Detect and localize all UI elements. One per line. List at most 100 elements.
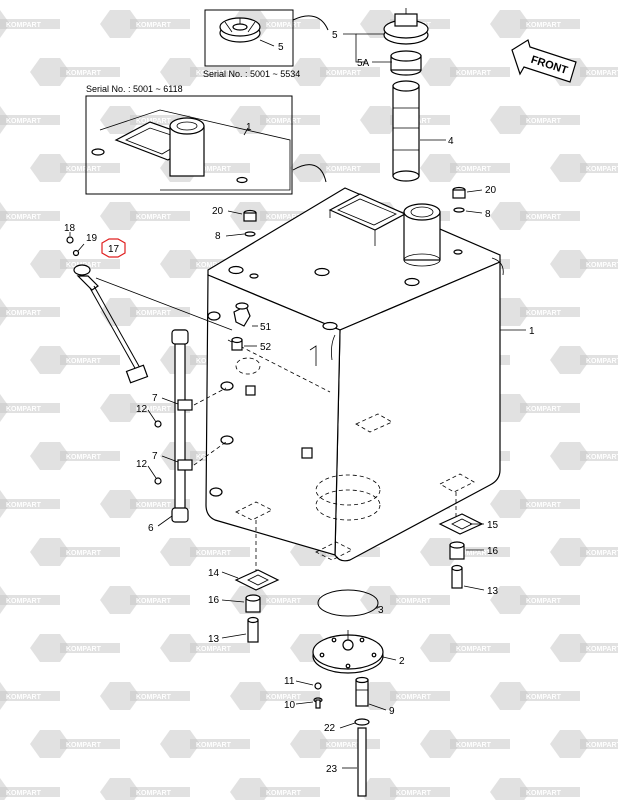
watermark-tile: KOMPART (30, 730, 120, 758)
callout-17-highlight[interactable]: 17 (108, 244, 120, 255)
svg-text:KOMPART: KOMPART (266, 214, 302, 221)
watermark-tile: KOMPART (160, 634, 250, 662)
watermark-tile: KOMPART (360, 778, 450, 800)
sight-gauge-part-6 (171, 329, 189, 523)
watermark-tile: KOMPART (550, 538, 618, 566)
callout-6: 6 (148, 523, 154, 534)
svg-text:KOMPART: KOMPART (6, 598, 42, 605)
callout-51: 51 (260, 322, 272, 333)
callout-2: 2 (399, 656, 405, 667)
svg-text:KOMPART: KOMPART (66, 70, 102, 77)
svg-text:KOMPART: KOMPART (396, 598, 432, 605)
svg-text:KOMPART: KOMPART (196, 646, 232, 653)
svg-text:KOMPART: KOMPART (66, 454, 102, 461)
watermark-tile: KOMPART (100, 394, 190, 422)
svg-text:KOMPART: KOMPART (136, 118, 172, 125)
rubber-mount-part-16-left (245, 594, 261, 613)
svg-text:KOMPART: KOMPART (526, 214, 562, 221)
svg-text:KOMPART: KOMPART (586, 454, 618, 461)
svg-text:KOMPART: KOMPART (586, 550, 618, 557)
watermark-tile: KOMPART (290, 154, 380, 182)
breather-cap-part-5 (383, 8, 429, 45)
svg-text:KOMPART: KOMPART (6, 790, 42, 797)
watermark-tile: KOMPART (230, 778, 320, 800)
svg-text:KOMPART: KOMPART (136, 598, 172, 605)
watermark-tile: KOMPART (0, 490, 60, 518)
fitting-part-9 (355, 676, 369, 707)
svg-text:KOMPART: KOMPART (136, 502, 172, 509)
watermark-tile: KOMPART (30, 634, 120, 662)
callout-11: 11 (284, 676, 295, 687)
watermark-tile: KOMPART (100, 586, 190, 614)
callout-7-lower: 7 (152, 451, 158, 462)
svg-text:KOMPART: KOMPART (136, 214, 172, 221)
svg-text:KOMPART: KOMPART (266, 118, 302, 125)
watermark-tile: KOMPART (0, 394, 60, 422)
svg-text:KOMPART: KOMPART (196, 166, 232, 173)
watermark-tile: KOMPART (490, 778, 580, 800)
svg-text:KOMPART: KOMPART (526, 22, 562, 29)
adapter-part-5a (390, 50, 422, 76)
callout-19: 19 (86, 233, 98, 244)
callout-18: 18 (64, 223, 76, 234)
plug-part-20-right (452, 186, 466, 213)
svg-text:KOMPART: KOMPART (326, 70, 362, 77)
callout-8-left: 8 (215, 231, 221, 242)
mount-pad-part-14 (234, 569, 280, 591)
watermark-tile: KOMPART (490, 394, 580, 422)
callout-52: 52 (260, 342, 272, 353)
watermark-tile: KOMPART (0, 586, 60, 614)
watermark-tile: KOMPART (30, 58, 120, 86)
watermark-tile: KOMPART (100, 10, 190, 38)
svg-text:KOMPART: KOMPART (456, 646, 492, 653)
watermark-tile: KOMPART (420, 58, 510, 86)
svg-text:KOMPART: KOMPART (456, 742, 492, 749)
watermark-tile: KOMPART (160, 730, 250, 758)
watermark-tile: KOMPART (30, 154, 120, 182)
svg-text:KOMPART: KOMPART (136, 310, 172, 317)
watermark-tile: KOMPART (100, 298, 190, 326)
svg-text:KOMPART: KOMPART (136, 694, 172, 701)
watermark-tile: KOMPART (490, 202, 580, 230)
callout-15: 15 (487, 520, 499, 531)
callout-1: 1 (529, 326, 535, 337)
callout-10: 10 (284, 700, 296, 711)
svg-text:KOMPART: KOMPART (266, 790, 302, 797)
watermark-tile: KOMPART (290, 58, 380, 86)
screw-part-18 (66, 236, 74, 244)
o-ring-part-3 (317, 589, 379, 617)
bolt-part-10 (313, 697, 323, 709)
callout-12-lower: 12 (136, 459, 148, 470)
svg-text:KOMPART: KOMPART (6, 406, 42, 413)
watermark-tile: KOMPART (0, 298, 60, 326)
svg-text:KOMPART: KOMPART (326, 166, 362, 173)
callout-8-right: 8 (485, 209, 491, 220)
bolt-part-13-left (247, 616, 259, 643)
watermark-tile: KOMPART (30, 442, 120, 470)
callout-7-upper: 7 (152, 393, 158, 404)
svg-text:KOMPART: KOMPART (196, 550, 232, 557)
svg-text:KOMPART: KOMPART (396, 694, 432, 701)
washer-part-11 (314, 682, 322, 690)
watermark-tile: KOMPART (490, 586, 580, 614)
callout-12-upper: 12 (136, 404, 148, 415)
svg-text:KOMPART: KOMPART (66, 550, 102, 557)
front-direction-arrow: FRONT (511, 39, 577, 83)
watermark-tile: KOMPART (100, 778, 190, 800)
highlight-hexagon (101, 238, 126, 258)
watermark-tile: KOMPART (420, 154, 510, 182)
watermark-tile: KOMPART (490, 10, 580, 38)
svg-text:KOMPART: KOMPART (66, 646, 102, 653)
svg-text:KOMPART: KOMPART (136, 406, 172, 413)
svg-text:KOMPART: KOMPART (6, 694, 42, 701)
watermark-tile: KOMPART (230, 106, 320, 134)
svg-text:KOMPART: KOMPART (6, 214, 42, 221)
watermark-tile: KOMPART (550, 250, 618, 278)
svg-text:KOMPART: KOMPART (6, 502, 42, 509)
callout-9: 9 (389, 706, 395, 717)
watermark-tile: KOMPART (550, 346, 618, 374)
svg-text:KOMPART: KOMPART (526, 598, 562, 605)
watermark-tile: KOMPART (360, 682, 450, 710)
svg-text:KOMPART: KOMPART (526, 118, 562, 125)
